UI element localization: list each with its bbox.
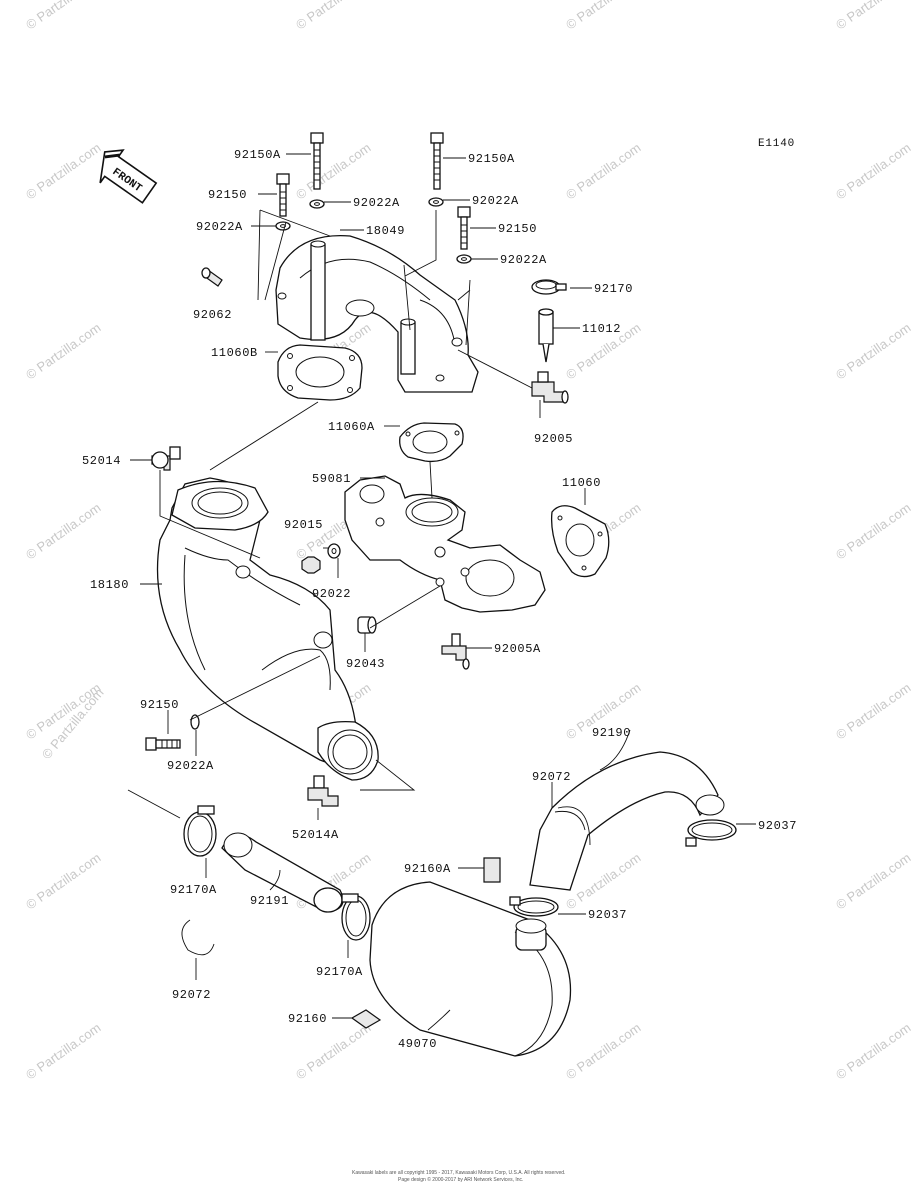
label-92005[interactable]: 92005	[534, 432, 573, 446]
label-92190[interactable]: 92190	[592, 726, 631, 740]
label-52014[interactable]: 52014	[82, 454, 121, 468]
label-92022[interactable]: 92022	[312, 587, 351, 601]
label-59081[interactable]: 59081	[312, 472, 351, 486]
copyright-line-2: Page design © 2000-2017 by ARI Network S…	[398, 1176, 523, 1183]
label-92015[interactable]: 92015	[284, 518, 323, 532]
watermark-text: © Partzilla.com	[833, 0, 913, 32]
watermark-text: © Partzilla.com	[23, 850, 103, 913]
label-92062[interactable]: 92062	[193, 308, 232, 322]
fitting-92005	[531, 371, 569, 404]
watermark-text: © Partzilla.com	[563, 140, 643, 203]
pad-92160A	[483, 857, 501, 883]
label-11060B[interactable]: 11060B	[211, 346, 258, 360]
label-92005A[interactable]: 92005A	[494, 642, 541, 656]
clamp-92037-mid	[509, 896, 559, 917]
label-92037-mid[interactable]: 92037	[588, 908, 627, 922]
watermark-text: © Partzilla.com	[833, 850, 913, 913]
label-11012[interactable]: 11012	[582, 322, 621, 336]
label-92022A-low[interactable]: 92022A	[167, 759, 214, 773]
watermark-text: © Partzilla.com	[23, 0, 103, 32]
elbow-fitting-52014	[151, 446, 181, 471]
washers-92022A	[275, 197, 472, 264]
exhaust-pipe-59081	[344, 475, 546, 613]
label-92150A-top-right[interactable]: 92150A	[468, 152, 515, 166]
label-92022A-right[interactable]: 92022A	[472, 194, 519, 208]
watermark-text: © Partzilla.com	[293, 1020, 373, 1083]
pad-92160	[350, 1009, 382, 1029]
bolt-92150-right	[457, 206, 471, 250]
bolt-92150A-right	[430, 132, 444, 190]
exhaust-chamber-18180	[156, 477, 379, 781]
label-11060A[interactable]: 11060A	[328, 420, 375, 434]
label-92022A-center[interactable]: 92022A	[353, 196, 400, 210]
front-arrow-icon: FRONT	[99, 149, 158, 204]
label-92072-right[interactable]: 92072	[532, 770, 571, 784]
label-92170[interactable]: 92170	[594, 282, 633, 296]
diagram-code: E1140	[758, 138, 795, 150]
watermark-text: © Partzilla.com	[23, 1020, 103, 1083]
label-92160[interactable]: 92160	[288, 1012, 327, 1026]
bolt-92150A-left	[310, 132, 324, 190]
label-92022A-left[interactable]: 92022A	[196, 220, 243, 234]
label-92170A-left[interactable]: 92170A	[170, 883, 217, 897]
hose-92191	[221, 832, 344, 913]
leader-lines	[127, 153, 756, 1031]
watermark-text: © Partzilla.com	[293, 140, 373, 203]
exhaust-manifold-18049	[275, 234, 479, 393]
gasket-11060B	[277, 344, 363, 401]
label-92150-left[interactable]: 92150	[208, 188, 247, 202]
nut-92015	[301, 556, 321, 574]
watermark-text: © Partzilla.com	[23, 320, 103, 383]
gasket-11060A	[399, 422, 464, 463]
copyright-line-1: Kawasaki labels are all copyright 1995 -…	[352, 1170, 565, 1176]
clamp-92170A-left	[183, 805, 217, 857]
watermark-text: © Partzilla.com	[23, 140, 103, 203]
watermark-text: © Partzilla.com	[293, 0, 373, 32]
clamp-92072-right	[554, 806, 591, 846]
clamp-92170	[531, 279, 567, 295]
label-92150A-top-left[interactable]: 92150A	[234, 148, 281, 162]
label-92150-right[interactable]: 92150	[498, 222, 537, 236]
label-92160A[interactable]: 92160A	[404, 862, 451, 876]
label-92037-right[interactable]: 92037	[758, 819, 797, 833]
label-18180[interactable]: 18180	[90, 578, 129, 592]
part-labels: 92150A 92150A 92150 92022A 92022A 92022A…	[82, 148, 797, 1051]
label-11060[interactable]: 11060	[562, 476, 601, 490]
fitting-92005A	[441, 633, 470, 670]
washer-92022	[327, 543, 341, 559]
watermark-text: © Partzilla.com	[833, 500, 913, 563]
collar-92043	[357, 616, 377, 634]
label-92191[interactable]: 92191	[250, 894, 289, 908]
watermark-text: © Partzilla.com	[833, 320, 913, 383]
gasket-11060	[550, 505, 610, 578]
elbow-fitting-52014A	[307, 775, 339, 807]
bolt-92150-left	[276, 173, 290, 217]
label-18049[interactable]: 18049	[366, 224, 405, 238]
bolt-92150-low	[145, 714, 200, 751]
tail-pipe-92190	[529, 751, 725, 891]
plug-92062	[201, 267, 223, 287]
clamp-92170A-mid	[341, 893, 371, 941]
watermark-text: © Partzilla.com	[563, 1020, 643, 1083]
label-92072-left[interactable]: 92072	[172, 988, 211, 1002]
label-92150-low[interactable]: 92150	[140, 698, 179, 712]
watermark-text: © Partzilla.com	[833, 140, 913, 203]
label-92170A-mid[interactable]: 92170A	[316, 965, 363, 979]
label-52014A[interactable]: 52014A	[292, 828, 339, 842]
watermark-text: © Partzilla.com	[833, 1020, 913, 1083]
clamp-92037-right	[685, 819, 737, 847]
muffler-49070	[369, 881, 572, 1057]
label-92022A-right2[interactable]: 92022A	[500, 253, 547, 267]
sensor-11012	[538, 308, 554, 363]
clip-92072-left	[181, 919, 215, 956]
watermark-text: © Partzilla.com	[563, 0, 643, 32]
watermark-text: © Partzilla.com	[23, 500, 103, 563]
watermark-text: © Partzilla.com	[833, 680, 913, 743]
label-49070[interactable]: 49070	[398, 1037, 437, 1051]
label-92043[interactable]: 92043	[346, 657, 385, 671]
